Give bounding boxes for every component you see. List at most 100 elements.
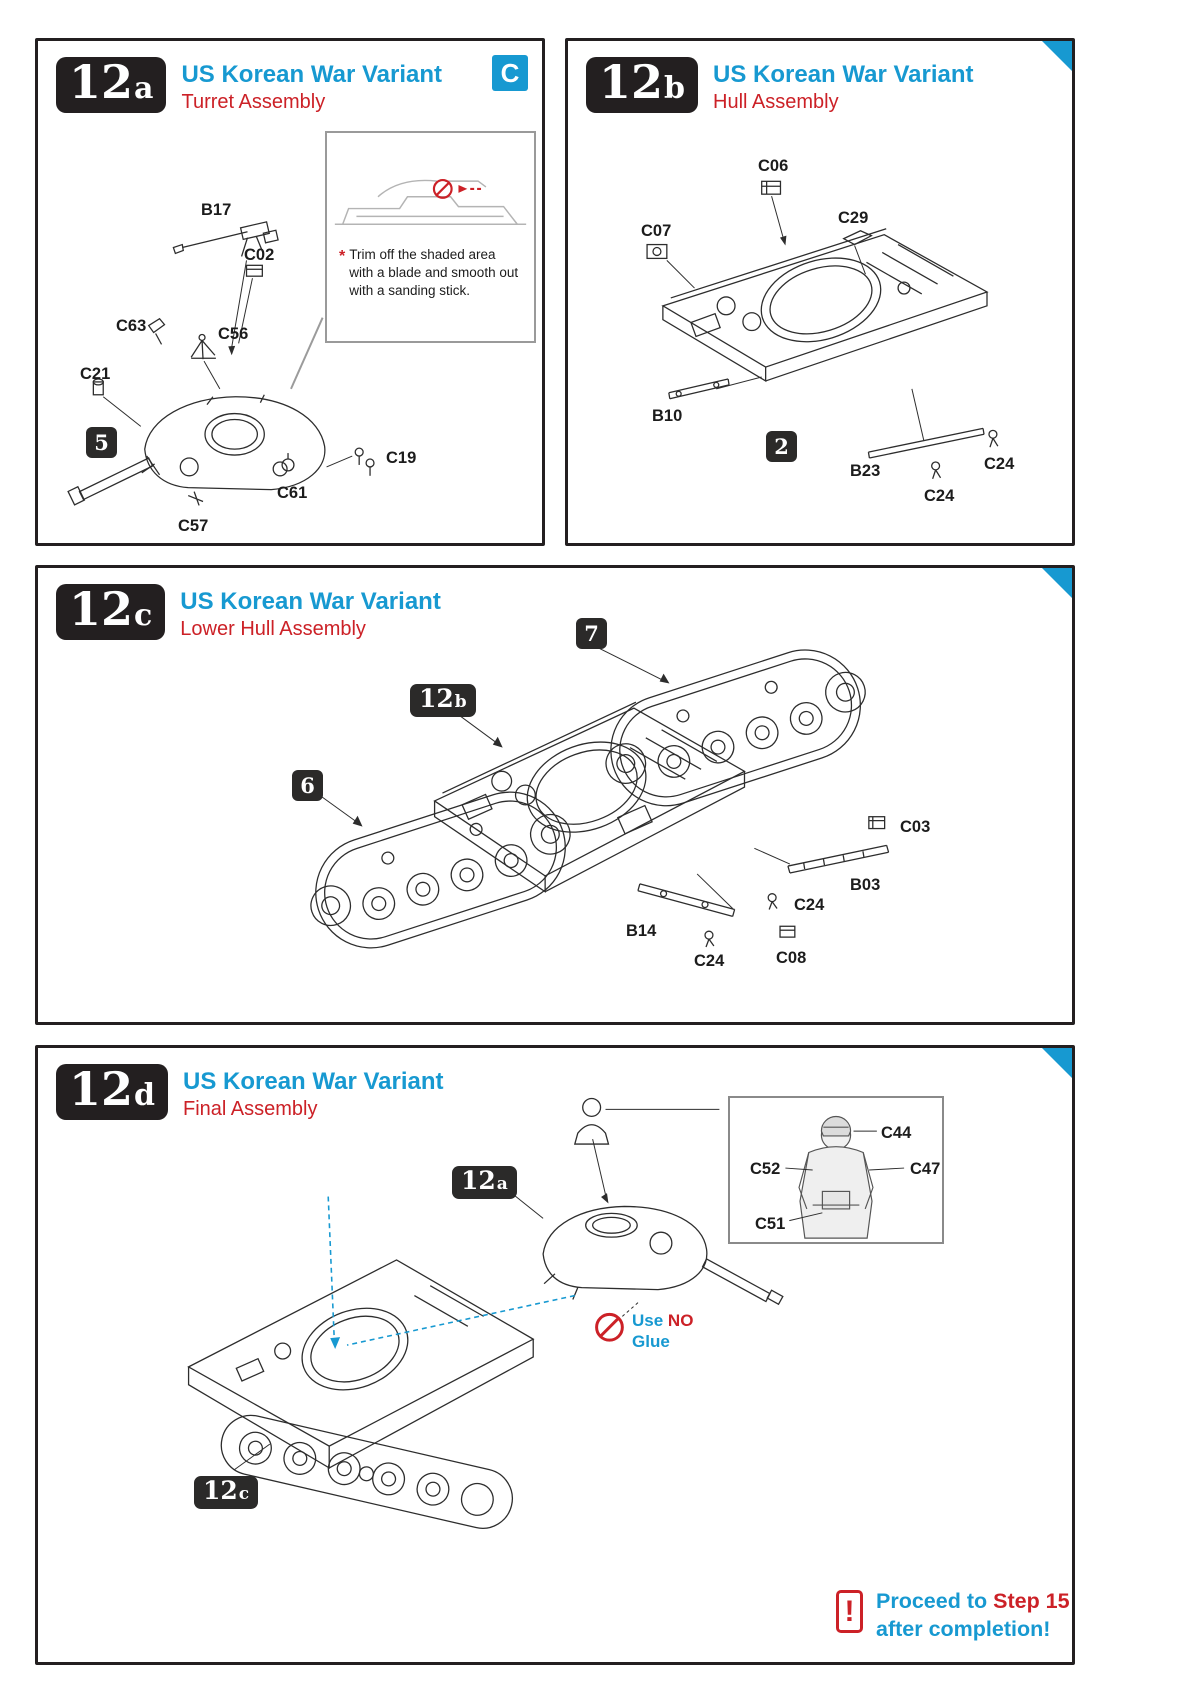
part-c07 — [646, 243, 695, 289]
step-12a-titles: US Korean War Variant Turret Assembly — [181, 57, 442, 115]
trim-note-box: * Trim off the shaded area with a blade … — [325, 131, 536, 343]
part-b23-rod — [867, 388, 985, 459]
part-label-c24-upper: C24 — [794, 896, 825, 914]
attention-mark: ! — [836, 1590, 863, 1633]
part-label-b14: B14 — [626, 922, 657, 940]
part-b14-bracket — [637, 883, 736, 918]
part-label-b03: B03 — [850, 876, 881, 894]
ref-letter: b — [454, 692, 467, 712]
proceed-lead: Proceed to — [876, 1589, 988, 1613]
part-label-c24-lower: C24 — [924, 487, 955, 505]
figure-leader-lines — [785, 1130, 905, 1222]
assembly-subtitle: Lower Hull Assembly — [180, 617, 366, 640]
proceed-tail: after completion! — [876, 1616, 1051, 1641]
note-body: Trim off the shaded area with a blade an… — [349, 247, 519, 298]
part-label-b23: B23 — [850, 462, 881, 480]
part-c21-periscope — [92, 378, 142, 427]
step-number: 12 — [69, 55, 134, 109]
quantity-badge-2: 2 — [766, 431, 797, 462]
part-label-b17: B17 — [201, 201, 232, 219]
part-label-c19: C19 — [386, 449, 417, 467]
no-glue-note: Use NO Glue — [632, 1310, 693, 1353]
variant-title: US Korean War Variant — [181, 61, 442, 88]
step-number: 12 — [69, 1062, 134, 1116]
part-label-c08: C08 — [776, 949, 807, 967]
part-label-c06: C06 — [758, 157, 789, 175]
part-label-c51: C51 — [755, 1215, 786, 1233]
step-12b-titles: US Korean War Variant Hull Assembly — [713, 57, 974, 115]
part-label-c52: C52 — [750, 1160, 781, 1178]
assembly-arrowhead — [228, 345, 236, 356]
part-label-c44: C44 — [881, 1124, 912, 1142]
part-c24-lower — [931, 461, 942, 479]
glue-note-no: NO — [667, 1311, 694, 1330]
corner-accent-triangle — [1042, 568, 1072, 598]
step-12d-titles: US Korean War Variant Final Assembly — [183, 1064, 444, 1122]
ref-number: 12 — [419, 684, 454, 713]
part-label-c07: C07 — [641, 222, 672, 240]
commander-figure-small — [573, 1097, 610, 1145]
part-c56-mount — [190, 333, 221, 390]
step-number: 12 — [599, 55, 664, 109]
assembly-subtitle: Hull Assembly — [713, 90, 839, 113]
part-label-c61: C61 — [277, 484, 308, 502]
corner-accent-triangle — [1042, 1048, 1072, 1078]
leader-arrowhead — [659, 673, 670, 684]
part-label-c29: C29 — [838, 209, 869, 227]
part-c08 — [779, 925, 796, 938]
assembly-subtitle: Final Assembly — [183, 1097, 318, 1120]
proceed-note: Proceed to Step 15 after completion! — [876, 1588, 1070, 1644]
assembly-arrowhead — [601, 1193, 609, 1204]
part-label-b10: B10 — [652, 407, 683, 425]
part-b10 — [668, 376, 762, 400]
proceed-step: Step 15 — [993, 1589, 1070, 1613]
trim-note-text: * Trim off the shaded area with a blade … — [327, 238, 534, 299]
variant-title: US Korean War Variant — [180, 588, 441, 615]
corner-accent-triangle — [1042, 41, 1072, 71]
note-asterisk: * — [339, 248, 346, 265]
part-b03-bar — [787, 844, 890, 874]
part-c57 — [187, 491, 204, 506]
part-label-c24-right: C24 — [984, 455, 1015, 473]
figure-detail-illustration — [785, 1115, 905, 1239]
part-c24-upper — [767, 893, 778, 910]
quantity-badge-7: 7 — [576, 618, 607, 649]
part-label-c02: C02 — [244, 246, 275, 264]
step-letter: d — [134, 1078, 155, 1113]
ref-letter: c — [238, 1484, 250, 1504]
part-label-c03: C03 — [900, 818, 931, 836]
glue-note-use: Use — [632, 1311, 664, 1330]
part-c61-hatch-knob — [281, 453, 295, 472]
placement-guide-lines — [327, 1196, 575, 1346]
quantity-badge-6: 6 — [292, 770, 323, 801]
part-c24-lower — [704, 930, 715, 948]
trim-area-illustration — [334, 179, 527, 225]
part-label-c56: C56 — [218, 325, 249, 343]
inset-leader-line — [290, 317, 324, 390]
trim-marker-icon — [432, 179, 484, 199]
ref-letter: a — [496, 1174, 508, 1194]
ref-number: 12 — [203, 1476, 238, 1505]
glue-note-glue: Glue — [632, 1332, 670, 1352]
placement-arrowhead — [330, 1337, 341, 1350]
variant-title: US Korean War Variant — [183, 1068, 444, 1095]
leader-arrowhead — [352, 815, 363, 827]
left-track-illustration — [294, 775, 587, 965]
track-run — [220, 1414, 513, 1529]
part-label-c47: C47 — [910, 1160, 941, 1178]
quantity-badge-5: 5 — [86, 427, 117, 458]
right-track-illustration — [589, 632, 882, 823]
step-number: 12 — [69, 582, 134, 636]
